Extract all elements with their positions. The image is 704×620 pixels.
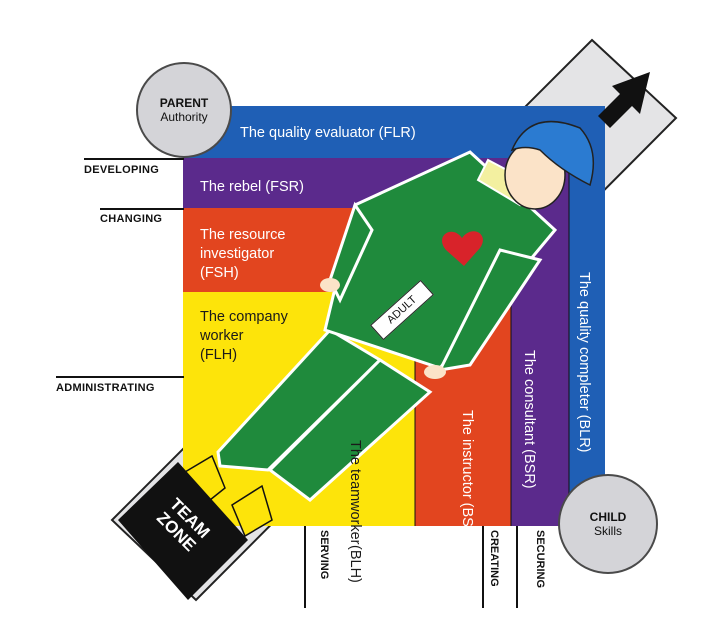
side-line-administrating [56,376,184,378]
team-worker-line-2: worker [347,501,363,545]
company-line-2: worker [200,328,244,344]
company-line-1: The company [200,309,288,325]
bottom-line-serving [304,526,306,608]
side-label-administrating: ADMINISTRATING [56,382,155,394]
figure-hand-right [424,365,446,379]
company-line-3: (FLH) [200,347,238,363]
band-resource-investigator-label: The resource investigator (FSH) [200,226,285,283]
side-line-changing [100,208,184,210]
child-circle: CHILD Skills [558,474,658,574]
bottom-line-securing [516,526,518,608]
figure-hand-left [320,278,340,292]
parent-circle: PARENT Authority [136,62,232,158]
child-title: CHILD [589,510,627,524]
side-label-changing: CHANGING [100,213,163,225]
band-quality-completer-label: The quality completer (BLR) [576,272,592,453]
figure-helmet [510,120,595,187]
parent-title: PARENT [159,96,209,110]
divider-purple-blue [568,158,570,526]
figure-boot-right [231,484,273,538]
heart-icon [442,231,483,266]
bottom-label-serving: SERVING [318,530,330,580]
band-quality-evaluator-label: The quality evaluator (FLR) [240,125,416,141]
side-label-developing: DEVELOPING [84,164,160,176]
team-worker-line-1: The team [347,440,363,502]
band-consultant-label: The consultant (BSR) [521,350,537,489]
parent-subtitle: Authority [160,110,208,124]
bottom-label-creating: CREATING [488,530,500,587]
side-line-developing [84,158,184,160]
band-company-worker-label: The company worker (FLH) [200,308,288,365]
band-instructor-label: The instructor (BSH) [459,410,475,543]
resource-line-3: (FSH) [200,265,239,281]
band-team-worker-label: The team worker (BLH) [346,440,364,583]
divider-yellow-red [414,292,416,526]
resource-line-2: investigator [200,246,275,262]
divider-red-purple [510,208,512,526]
team-worker-line-3: (BLH) [347,544,363,583]
bottom-label-securing: SECURING [534,530,546,589]
child-subtitle: Skills [593,524,622,538]
resource-line-1: The resource [200,227,286,243]
bottom-line-creating [482,526,484,608]
band-rebel-label: The rebel (FSR) [200,179,304,195]
